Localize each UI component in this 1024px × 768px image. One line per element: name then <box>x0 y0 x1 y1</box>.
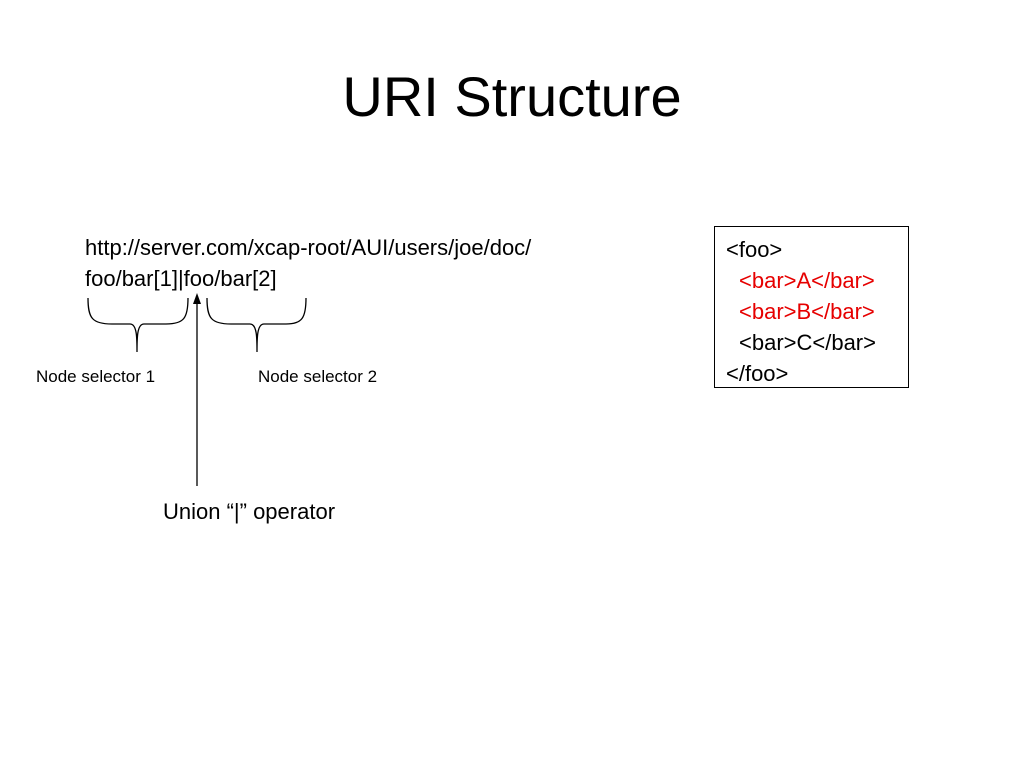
union-operator-label: Union “|” operator <box>163 499 336 524</box>
xml-line-highlighted: <bar>A</bar> <box>739 268 875 293</box>
brace-node-selector-2 <box>206 297 307 353</box>
xml-example-box: <foo> <bar>A</bar> <bar>B</bar> <bar>C</… <box>714 226 909 388</box>
node-selector-2-label: Node selector 2 <box>258 367 378 386</box>
slide-title: URI Structure <box>342 65 682 128</box>
node-selector-1-label: Node selector 1 <box>36 367 156 386</box>
uri-line-1: http://server.com/xcap-root/AUI/users/jo… <box>85 235 532 260</box>
uri-line-2: foo/bar[1]|foo/bar[2] <box>85 266 277 291</box>
xml-line: </foo> <box>726 361 789 386</box>
union-arrow-head <box>193 293 201 304</box>
xml-line: <foo> <box>726 237 783 262</box>
xml-line: <bar>C</bar> <box>739 330 876 355</box>
xml-line-highlighted: <bar>B</bar> <box>739 299 875 324</box>
brace-node-selector-1 <box>87 297 189 353</box>
